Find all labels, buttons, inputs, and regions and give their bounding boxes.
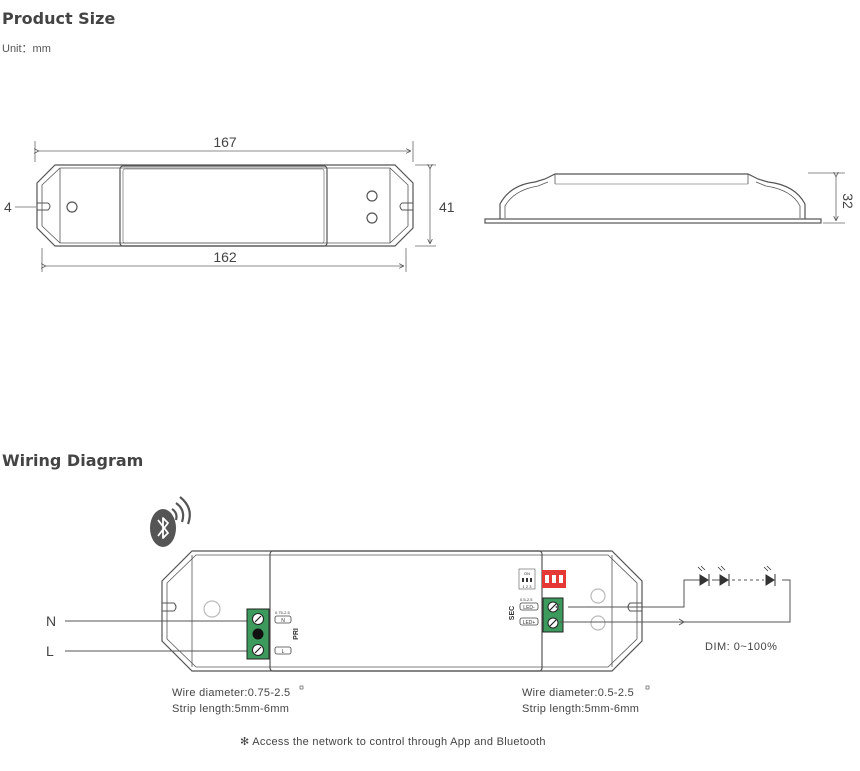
side-view-dimensions [808, 173, 845, 224]
dim-162: 162 [213, 249, 237, 265]
sec-spec: 0.5-2.5 [520, 597, 533, 602]
unit-label: Unit：mm [2, 43, 51, 55]
square-unit-mark [299, 685, 304, 690]
sec-label: SEC [509, 606, 516, 620]
wire-spec-right-2: Strip length:5mm-6mm [522, 703, 639, 715]
top-view-dimensions [15, 141, 436, 272]
led-minus-label: LED- [523, 605, 535, 611]
product-size-title: Product Size [2, 9, 116, 28]
signal-waves-icon [171, 496, 191, 525]
wire-spec-left-1: Wire diameter:0.75-2.5 [172, 687, 290, 699]
dim-4: 4 [4, 199, 12, 215]
wire-spec-left-2: Strip length:5mm-6mm [172, 703, 289, 715]
dim-32: 32 [840, 193, 856, 209]
input-wires [65, 620, 262, 652]
dim-range-label: DIM: 0~100% [705, 641, 777, 653]
top-view-drawing [36, 164, 414, 247]
dim-167: 167 [213, 134, 237, 150]
pri-label: PRI [293, 628, 300, 640]
pri-terminal-block [246, 608, 292, 660]
pri-term-l: L [282, 649, 285, 655]
output-wires [555, 579, 791, 626]
square-unit-mark [645, 685, 650, 690]
pri-spec: 0.75-2.5 [275, 610, 290, 615]
led-diode-icon [697, 565, 776, 586]
wire-spec-right-1: Wire diameter:0.5-2.5 [522, 687, 634, 699]
input-l-label: L [46, 643, 54, 659]
bluetooth-badge [150, 496, 191, 547]
controller-body [161, 550, 643, 672]
led-plus-label: LED+ [523, 620, 536, 626]
dim-41: 41 [439, 199, 455, 215]
input-n-label: N [46, 613, 56, 629]
dip-numbers: 1 2 3 [523, 584, 533, 589]
dip-on-label: ON [524, 571, 530, 576]
wiring-diagram-title: Wiring Diagram [2, 451, 144, 470]
sec-terminal-block [519, 597, 564, 633]
pri-term-n: N [281, 618, 285, 624]
bluetooth-note: ✻ Access the network to control through … [240, 736, 546, 748]
side-view-drawing [484, 173, 822, 224]
dip-switch [518, 568, 566, 590]
